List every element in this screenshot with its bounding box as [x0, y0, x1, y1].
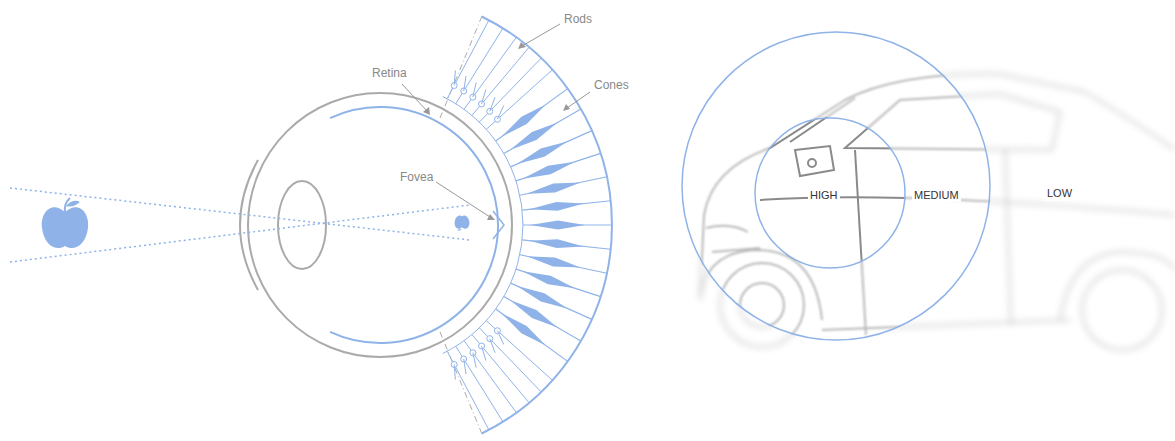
- resolution-label: LOW: [1045, 186, 1074, 201]
- circle-outline: [681, 31, 991, 341]
- part-name: Rods: [562, 12, 594, 27]
- part-name: Fovea: [398, 170, 435, 185]
- focus-circle: MEDIUM HIGH: [681, 31, 991, 341]
- resolution-label: MEDIUM: [912, 188, 961, 202]
- part-name: Retina: [370, 66, 409, 81]
- focus-circle: HIGH: [754, 117, 906, 269]
- part-name: Cones: [592, 78, 631, 93]
- resolution-label: HIGH: [808, 188, 840, 202]
